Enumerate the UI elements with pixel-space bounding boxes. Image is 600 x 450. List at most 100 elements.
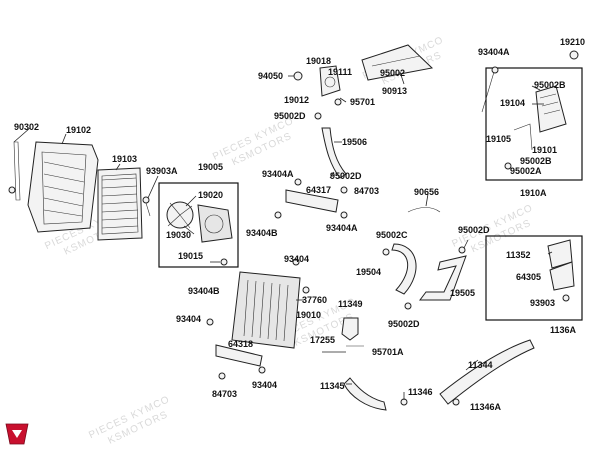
part-label: 95701 bbox=[350, 97, 375, 107]
grille bbox=[41, 151, 87, 225]
bracket-slot bbox=[371, 55, 421, 67]
part-label: 93404B bbox=[188, 286, 220, 296]
part-label: 19103 bbox=[112, 154, 137, 164]
part-label: 19020 bbox=[198, 190, 223, 200]
hose-19506 bbox=[321, 127, 347, 179]
part-label: 95002D bbox=[458, 225, 490, 235]
motor bbox=[204, 214, 224, 234]
bolt-icon bbox=[218, 372, 226, 380]
part-label: 95002D bbox=[274, 111, 306, 121]
part-label: 90302 bbox=[14, 122, 39, 132]
tank-mount-box bbox=[485, 235, 583, 321]
screen bbox=[97, 167, 143, 241]
reservoir-assembly bbox=[504, 85, 567, 170]
leader bbox=[329, 171, 335, 179]
fan-assembly bbox=[166, 201, 233, 266]
leader bbox=[463, 239, 469, 249]
part-label: 64318 bbox=[228, 339, 253, 349]
part-label: 19102 bbox=[66, 125, 91, 135]
part-label: 11346A bbox=[470, 402, 502, 412]
clip-icon bbox=[404, 302, 412, 310]
clip-icon bbox=[452, 398, 460, 406]
part-label: 93404 bbox=[176, 314, 201, 324]
part-label: 11349 bbox=[338, 299, 363, 309]
clip-icon bbox=[458, 246, 466, 254]
leader bbox=[399, 71, 405, 85]
part-label: 19015 bbox=[178, 251, 203, 261]
strap bbox=[13, 141, 21, 201]
part-label: 19505 bbox=[450, 288, 475, 298]
leader bbox=[115, 163, 121, 171]
part-label: 11352 bbox=[506, 250, 531, 260]
leader bbox=[465, 359, 479, 371]
part-label: 93404 bbox=[284, 254, 309, 264]
part-label: 93903 bbox=[530, 298, 555, 308]
clip-icon bbox=[314, 112, 322, 120]
part-label: 93404 bbox=[252, 380, 277, 390]
part-label: 93404A bbox=[262, 169, 294, 179]
bracket-64305 bbox=[549, 261, 575, 291]
part-label: 19012 bbox=[284, 95, 309, 105]
cap-icon bbox=[569, 50, 579, 60]
part-label: 84703 bbox=[354, 186, 379, 196]
part-label: 93404A bbox=[326, 223, 358, 233]
part-label: 1910A bbox=[520, 188, 547, 198]
logo-mark bbox=[12, 430, 22, 438]
thermostat-group bbox=[293, 65, 342, 120]
part-label: 95002A bbox=[510, 166, 542, 176]
thermostat bbox=[324, 76, 336, 88]
part-label: 90656 bbox=[414, 187, 439, 197]
clip-icon bbox=[334, 98, 342, 106]
leader bbox=[547, 251, 553, 255]
leader bbox=[531, 85, 541, 91]
part-label: 93404A bbox=[478, 47, 510, 57]
part-label: 19030 bbox=[166, 230, 191, 240]
screen-lines bbox=[101, 177, 139, 229]
part-label: 19111 bbox=[328, 67, 352, 77]
bolt-icon bbox=[258, 366, 266, 374]
hose-11345 bbox=[343, 377, 387, 411]
radiator-fins bbox=[243, 279, 289, 342]
fan-blades bbox=[167, 202, 193, 229]
bolt-icon bbox=[206, 318, 214, 326]
part-label: 19105 bbox=[486, 134, 511, 144]
part-label: 95002 bbox=[380, 68, 405, 78]
leader bbox=[147, 175, 159, 199]
bolt-icon bbox=[220, 258, 228, 266]
reservoir-cap-11349 bbox=[341, 317, 359, 341]
bolt-icon bbox=[292, 258, 300, 266]
leader bbox=[425, 193, 429, 207]
leader-lines bbox=[13, 71, 553, 400]
leader bbox=[185, 195, 197, 207]
part-label: 94050 bbox=[258, 71, 283, 81]
thermostat-housing bbox=[319, 65, 341, 97]
part-label: 95002B bbox=[534, 80, 566, 90]
part-label: 17255 bbox=[310, 335, 335, 345]
part-label: 11346 bbox=[408, 387, 433, 397]
part-label: 19018 bbox=[306, 56, 331, 66]
bracket-64318 bbox=[215, 344, 263, 367]
part-label: 19101 bbox=[532, 145, 557, 155]
bolt-icon bbox=[491, 66, 499, 74]
bolt-icon bbox=[340, 186, 348, 194]
reservoir-tank bbox=[535, 85, 567, 133]
leader bbox=[61, 133, 67, 145]
bracket-64317 bbox=[285, 189, 339, 213]
part-label: 95002D bbox=[388, 319, 420, 329]
part-label: 95701A bbox=[372, 347, 404, 357]
hose-19504 bbox=[391, 243, 417, 295]
part-label: 19504 bbox=[356, 267, 381, 277]
part-label: 1136A bbox=[550, 325, 577, 335]
part-label: 93404B bbox=[246, 228, 278, 238]
kymco-logo-icon bbox=[5, 423, 29, 445]
part-label: 19210 bbox=[560, 37, 585, 47]
part-label: 19104 bbox=[500, 98, 525, 108]
part-label: 19005 bbox=[198, 162, 223, 172]
part-label: 84703 bbox=[212, 389, 237, 399]
part-label: 11344 bbox=[468, 360, 493, 370]
fan-assembly-box bbox=[158, 182, 239, 268]
leader bbox=[339, 97, 347, 103]
bolt-icon bbox=[294, 178, 302, 186]
grille-slats bbox=[43, 161, 85, 217]
